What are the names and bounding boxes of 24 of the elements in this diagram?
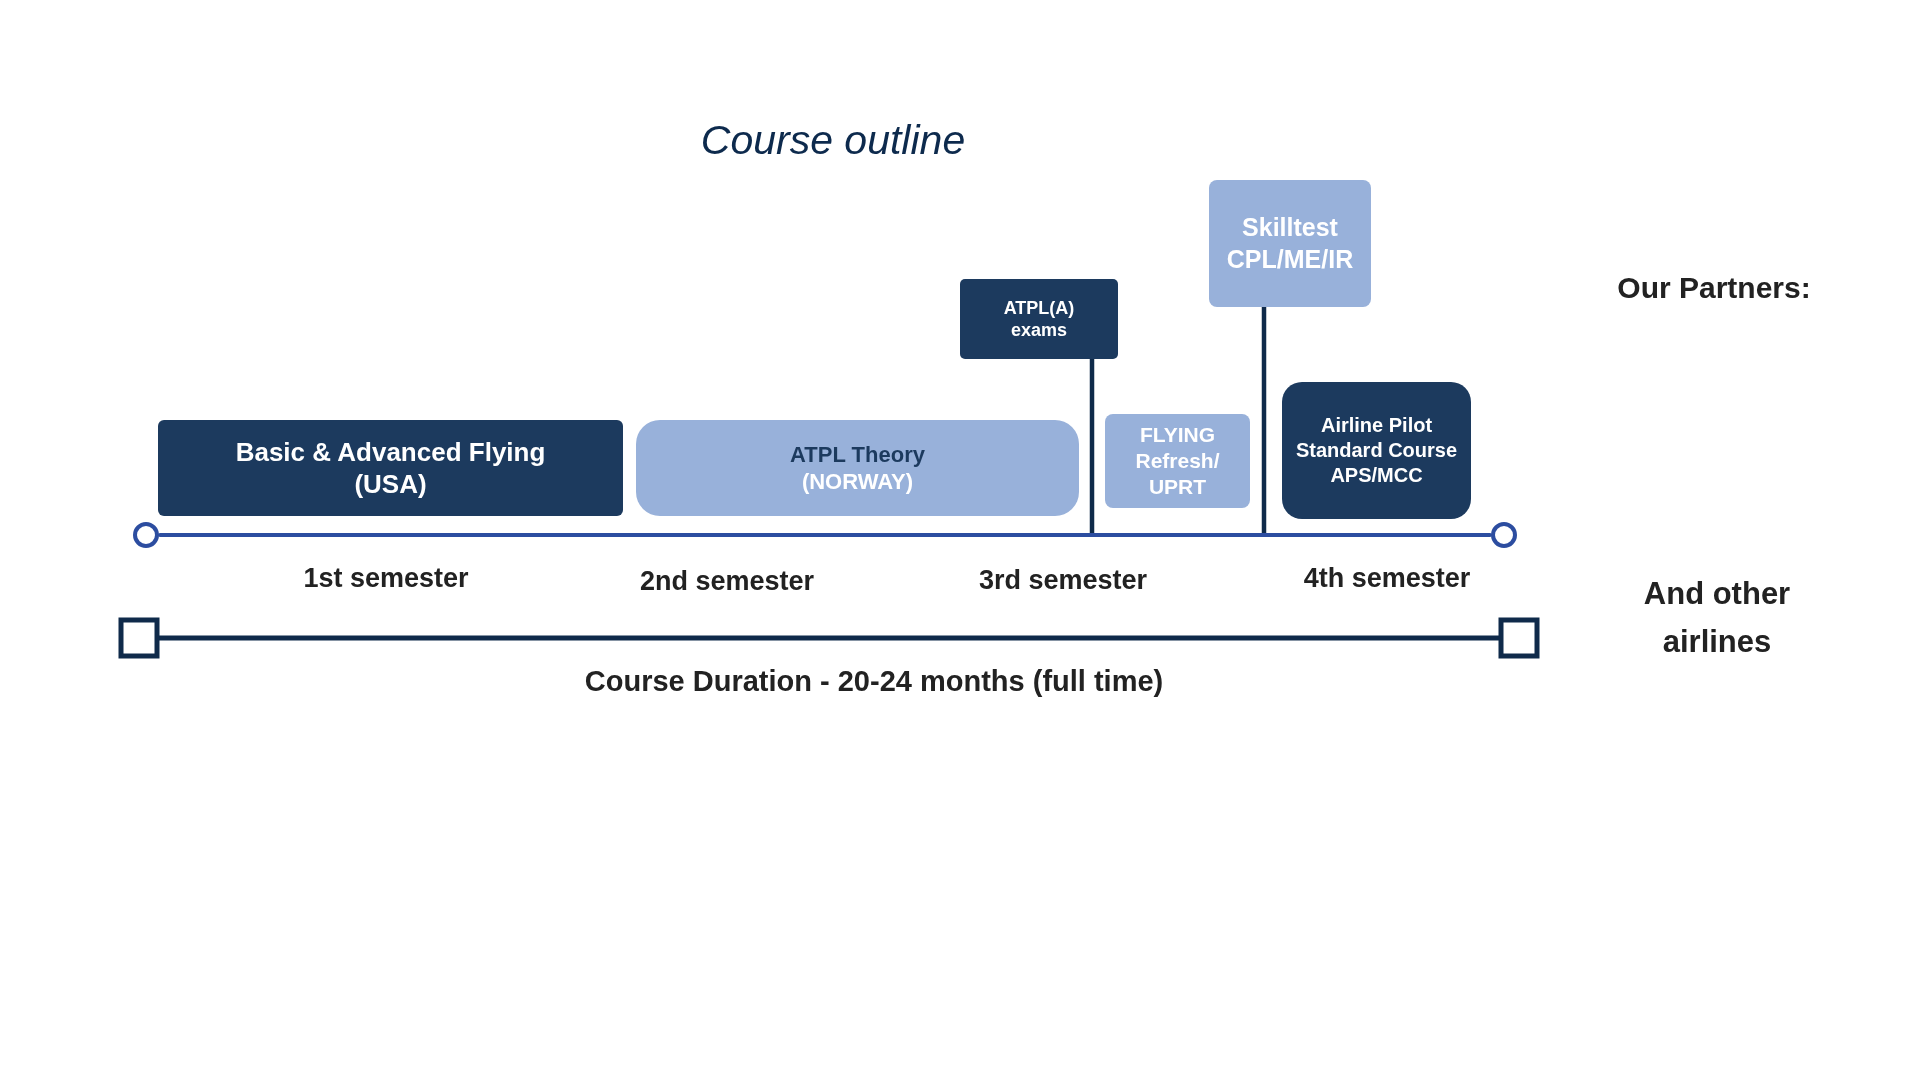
phase-box	[960, 279, 1118, 359]
phase-box	[636, 420, 1079, 516]
semester-label: 4th semester	[1303, 562, 1471, 595]
semester-label: 1st semester	[303, 562, 469, 595]
duration-label: Course Duration - 20-24 months (full time)	[584, 664, 1164, 699]
phase-box	[1282, 382, 1471, 519]
partners-note: And other airlines	[1642, 575, 1792, 662]
phase-label: FLYING Refresh/ UPRT	[1134, 421, 1221, 501]
phase-box	[1209, 180, 1371, 307]
phase-box	[1105, 414, 1250, 508]
timeline-axis	[158, 533, 1492, 537]
semester-label: 2nd semester	[639, 565, 815, 598]
diagram-title: Course outline	[700, 116, 966, 165]
phase-label: ATPL(A) exams	[1002, 296, 1076, 342]
phase-label: Basic & Advanced Flying (USA)	[234, 435, 547, 501]
semester-label: 3rd semester	[978, 564, 1148, 597]
phase-label: Airline Pilot Standard Course APS/MCC	[1294, 413, 1459, 488]
partners-heading: Our Partners:	[1617, 270, 1811, 306]
phase-label: Skilltest CPL/ME/IR	[1225, 212, 1355, 275]
phase-box	[158, 420, 623, 516]
phase-label: (NORWAY)	[801, 468, 914, 496]
leader-line	[1089, 359, 1095, 533]
leader-line	[1261, 307, 1267, 533]
phase-label: ATPL Theory	[790, 440, 925, 468]
